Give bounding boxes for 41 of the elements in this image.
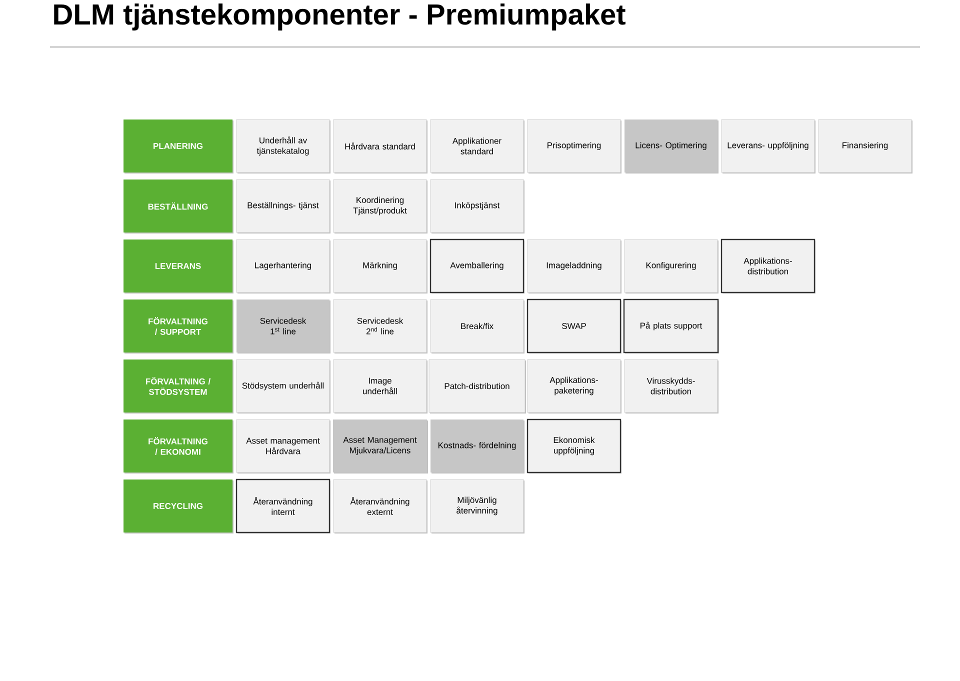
component-box: Servicedesk 1$^{st}$ line	[236, 300, 330, 354]
component-box: Stödsystem underhåll	[236, 359, 330, 414]
component-box: Beställnings- tjänst	[236, 179, 330, 234]
category-header-box: BESTÄLLNING	[124, 180, 234, 234]
component-box: Avemballering	[430, 238, 524, 294]
category-header-box: FÖRVALTNING / EKONOMI	[124, 420, 234, 474]
component-box: Servicedesk 2$^{nd}$ line	[333, 299, 428, 354]
component-box: Konfigurering	[624, 239, 718, 294]
component-box: Applikations- paketering	[527, 359, 622, 414]
component-box: Imageladdning	[527, 239, 622, 294]
component-box: Virusskydds- distribution	[624, 359, 718, 414]
category-header-box: PLANERING	[124, 120, 234, 174]
component-box: Återanvändning internt	[236, 478, 330, 534]
category-header-box: FÖRVALTNING / STÖDSYSTEM	[124, 360, 234, 414]
component-box: Miljövänlig återvinning	[430, 479, 524, 534]
component-box: Ekonomisk uppföljning	[526, 418, 622, 474]
component-box: Underhåll av tjänstekatalog	[236, 119, 330, 174]
component-box: Image underhåll	[333, 359, 428, 414]
component-box: På plats support	[623, 298, 719, 354]
component-box: Inköpstjänst	[430, 179, 524, 234]
component-box: Applikations- distribution	[720, 238, 816, 294]
component-box: Asset management Hårdvara	[236, 419, 330, 474]
component-box: Asset Management Mjukvara/Licens	[333, 420, 428, 474]
component-box: Leverans- uppföljning	[721, 119, 816, 174]
component-box: Licens- Optimering	[624, 120, 718, 174]
component-box: Koordinering Tjänst/produkt	[333, 179, 428, 234]
component-box: SWAP	[526, 298, 622, 354]
component-box: Prisoptimering	[527, 119, 622, 174]
component-box: Märkning	[333, 239, 428, 294]
component-box: Break/fix	[430, 299, 524, 354]
component-box: Finansiering	[818, 119, 912, 174]
title: DLM tjänstekomponenter - Premiumpaket	[54, 3, 626, 31]
component-box: Applikationer standard	[430, 119, 524, 174]
category-header-box: LEVERANS	[124, 240, 234, 294]
component-box: Hårdvara standard	[333, 119, 428, 174]
component-box: Patch-distribution	[428, 359, 526, 414]
component-box: Lagerhantering	[236, 239, 330, 294]
category-header-box: RECYCLING	[124, 480, 234, 534]
category-header-box: FÖRVALTNING / SUPPORT	[124, 300, 234, 354]
component-box: Återanvändning externt	[333, 479, 428, 534]
component-box: Kostnads- fördelning	[430, 420, 524, 474]
